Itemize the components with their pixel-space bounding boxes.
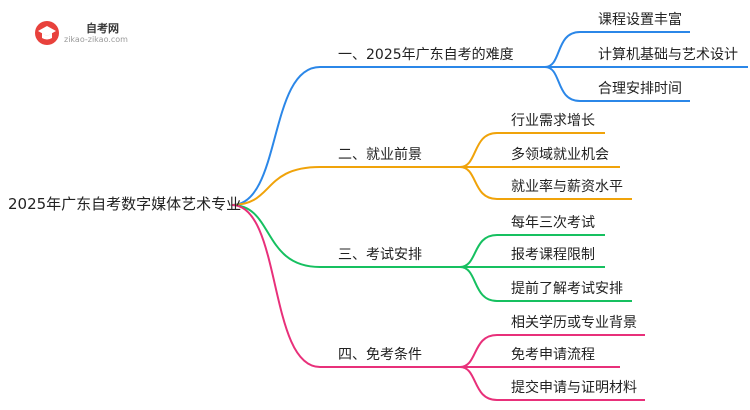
branch-4-edges	[231, 204, 645, 401]
branch-4-to-child-3-connector	[459, 366, 645, 401]
root-to-branch-2-connector	[231, 166, 460, 206]
branch-2-to-child-1-connector	[459, 132, 605, 168]
graduation-cap-logo-icon	[35, 21, 59, 45]
branch-3-label: 三、考试安排	[338, 247, 422, 263]
branch-4-to-child-1-connector	[459, 334, 645, 368]
root-to-branch-1-connector	[231, 66, 545, 206]
root-to-branch-3-connector	[231, 204, 460, 268]
root-node: 2025年广东自考数字媒体艺术专业	[8, 195, 242, 213]
branch-1-child-3: 合理安排时间	[598, 81, 682, 97]
branch-4-child-3: 提交申请与证明材料	[511, 380, 637, 396]
branch-3-child-1: 每年三次考试	[511, 215, 595, 231]
branch-3-to-child-1-connector	[459, 234, 605, 268]
branch-3-child-2: 报考课程限制	[511, 247, 595, 263]
watermark-site-url: zikao-zikao.com	[64, 35, 128, 44]
watermark-site-name: 自考网	[86, 22, 119, 35]
branch-2-child-1: 行业需求增长	[511, 113, 595, 129]
branch-1-to-child-3-connector	[544, 66, 690, 102]
branch-2-label: 二、就业前景	[338, 147, 422, 163]
branch-3-edges	[231, 204, 632, 302]
branch-3-child-3: 提前了解考试安排	[511, 281, 623, 297]
branch-4-label: 四、免考条件	[338, 347, 422, 363]
branch-3-to-child-3-connector	[459, 266, 632, 302]
branch-4-child-1: 相关学历或专业背景	[511, 315, 637, 331]
branch-1-child-2: 计算机基础与艺术设计	[598, 47, 738, 63]
branch-2-child-3: 就业率与薪资水平	[511, 179, 623, 195]
branch-2-edges	[231, 132, 632, 206]
branch-1-label: 一、2025年广东自考的难度	[338, 47, 514, 63]
branch-2-child-2: 多领域就业机会	[511, 147, 609, 163]
branch-1-child-1: 课程设置丰富	[598, 12, 682, 28]
root-to-branch-4-connector	[231, 204, 460, 368]
branch-2-to-child-3-connector	[459, 166, 632, 200]
branch-4-child-2: 免考申请流程	[511, 347, 595, 363]
site-watermark: 自考网 zikao-zikao.com	[34, 18, 144, 48]
branch-1-to-child-1-connector	[544, 31, 690, 68]
branch-1-edges	[231, 31, 748, 206]
